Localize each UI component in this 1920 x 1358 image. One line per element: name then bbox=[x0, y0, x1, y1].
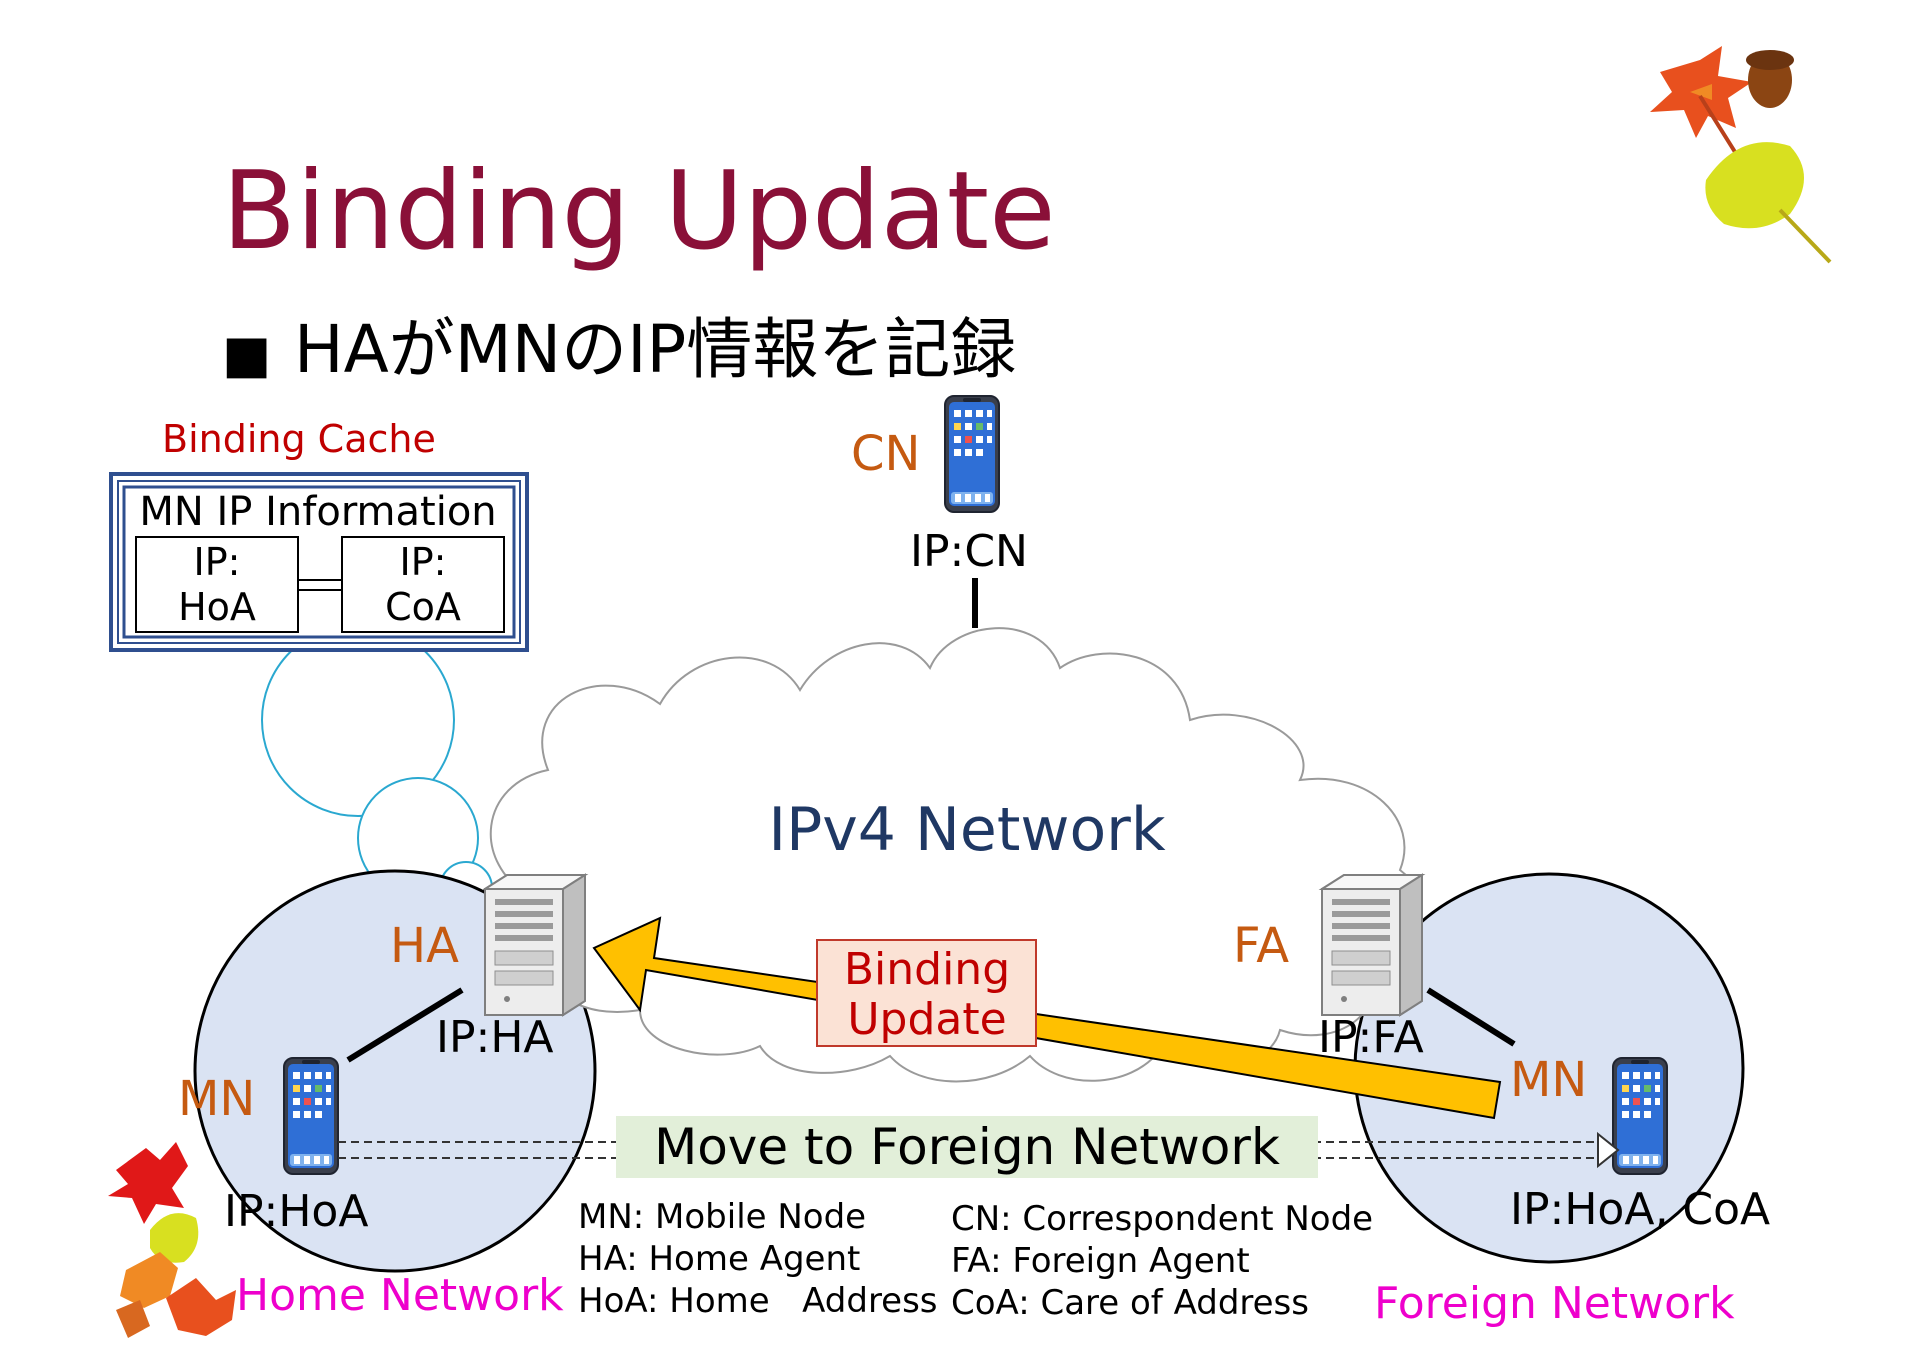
legend-item: HA: Home Agent bbox=[578, 1239, 860, 1279]
legend-left: MN: Mobile Node HA: Home Agent HoA: Home… bbox=[578, 1197, 938, 1321]
ha-mn-link bbox=[346, 987, 464, 1063]
smartphone-icon bbox=[944, 395, 1000, 513]
move-arrow bbox=[338, 1131, 1620, 1169]
bullet-marker: ■ bbox=[222, 325, 271, 385]
binding-update-box bbox=[816, 939, 1037, 1047]
binding-cache-header: MN IP Information bbox=[139, 489, 496, 535]
legend-item: FA: Foreign Agent bbox=[951, 1241, 1250, 1281]
smartphone-icon bbox=[283, 1057, 339, 1175]
binding-cache-label: Binding Cache bbox=[162, 417, 436, 461]
ipv4-network-label: IPv4 Network bbox=[768, 795, 1165, 865]
binding-update-line1: Binding bbox=[844, 944, 1010, 995]
binding-update-arrow bbox=[592, 916, 1502, 1120]
server-icon bbox=[1321, 874, 1423, 1016]
fa-label: FA bbox=[1233, 918, 1289, 974]
autumn-leaves-icon bbox=[1650, 46, 1832, 264]
legend-right: CN: Correspondent Node FA: Foreign Agent… bbox=[951, 1199, 1373, 1323]
coa-cell-line2: CoA bbox=[385, 585, 461, 629]
legend-item: HoA: Home Address bbox=[578, 1281, 938, 1321]
ha-ip-label: IP:HA bbox=[436, 1012, 554, 1063]
binding-update-line2: Update bbox=[847, 994, 1006, 1045]
page-title: Binding Update bbox=[222, 149, 1056, 274]
home-network-label: Home Network bbox=[236, 1270, 564, 1321]
autumn-leaves-icon bbox=[108, 1142, 236, 1338]
mn-foreign-ip-label: IP:HoA, CoA bbox=[1510, 1184, 1770, 1235]
cn-ip-label: IP:CN bbox=[910, 526, 1028, 577]
coa-cell bbox=[341, 536, 505, 633]
legend-item: CN: Correspondent Node bbox=[951, 1199, 1373, 1239]
hoa-cell bbox=[135, 536, 299, 633]
ha-label: HA bbox=[390, 918, 459, 974]
smartphone-icon bbox=[1612, 1057, 1668, 1175]
legend-item: MN: Mobile Node bbox=[578, 1197, 866, 1237]
mn-foreign-label: MN bbox=[1510, 1052, 1587, 1108]
fa-mn-link bbox=[1426, 987, 1516, 1047]
hoa-cell-line1: IP: bbox=[194, 540, 241, 584]
binding-cache-box: MN IP Information IP: HoA IP: CoA bbox=[109, 472, 529, 652]
mn-home-label: MN bbox=[178, 1071, 255, 1127]
bullet-text: HAがMNのIP情報を記録 bbox=[294, 311, 1016, 388]
coa-cell-line1: IP: bbox=[400, 540, 447, 584]
server-icon bbox=[484, 874, 586, 1016]
cn-label: CN bbox=[851, 426, 920, 482]
mn-home-ip-label: IP:HoA bbox=[224, 1186, 368, 1237]
legend-item: CoA: Care of Address bbox=[951, 1283, 1309, 1323]
fa-ip-label: IP:FA bbox=[1318, 1012, 1424, 1063]
move-label: Move to Foreign Network bbox=[654, 1118, 1280, 1176]
foreign-network-label: Foreign Network bbox=[1374, 1278, 1735, 1329]
move-label-box bbox=[616, 1116, 1318, 1178]
hoa-cell-line2: HoA bbox=[178, 585, 256, 629]
